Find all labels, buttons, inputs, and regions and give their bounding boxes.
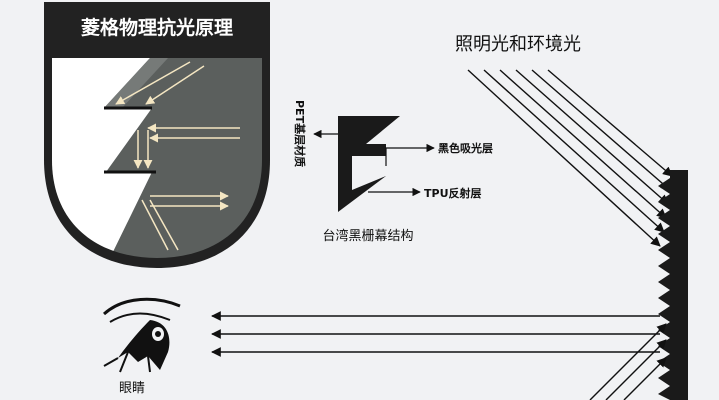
badge-title: 菱格物理抗光原理 — [81, 16, 233, 39]
eye-label: 眼睛 — [119, 381, 145, 396]
black-layer-label: 黑色吸光层 — [438, 141, 493, 155]
structure-notch — [352, 156, 386, 190]
screen-structure: PET基层材质 黑色吸光层 TPU反射层 台湾黑栅幕结构 — [293, 100, 493, 244]
black-layer-leader — [385, 143, 435, 166]
projector-rays — [589, 323, 667, 400]
badge-inner-illustration — [52, 58, 262, 258]
screen-panel — [658, 170, 688, 400]
ambient-title: 照明光和环境光 — [455, 34, 581, 55]
ambient-rays — [467, 69, 673, 247]
pet-label: PET基层材质 — [293, 100, 307, 167]
ambient-light: 照明光和环境光 — [455, 34, 673, 247]
badge-light-rays — [115, 61, 240, 251]
reflected-rays — [211, 311, 660, 357]
structure-caption: 台湾黑栅幕结构 — [322, 228, 413, 244]
tpu-label: TPU反射层 — [424, 186, 482, 200]
screen-sawtooth — [658, 170, 688, 400]
principle-badge: 菱格物理抗光原理 — [44, 2, 270, 268]
eye-icon — [102, 297, 181, 373]
